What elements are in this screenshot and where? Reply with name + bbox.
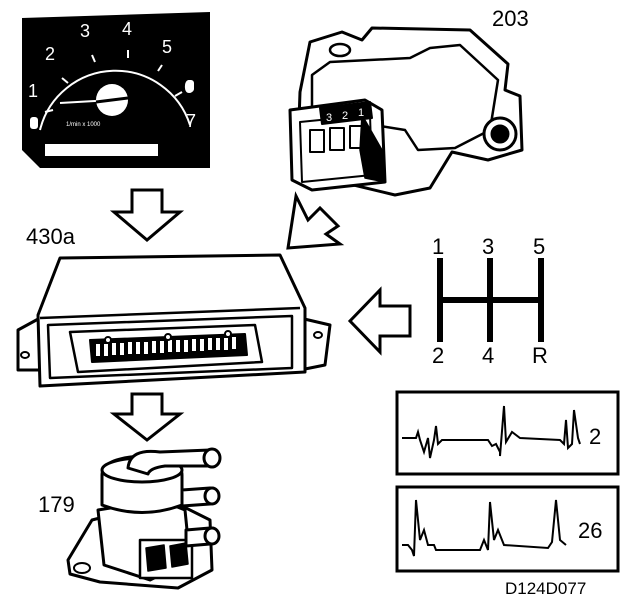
tacho-display-bar xyxy=(45,144,158,156)
gear-4: 4 xyxy=(482,343,495,368)
arrow-left-icon xyxy=(347,286,412,356)
flow-arrows xyxy=(109,188,412,442)
tachometer xyxy=(22,12,210,168)
trace-label-26: 26 xyxy=(578,518,603,543)
arrow-down-icon xyxy=(109,188,185,242)
arrow-down-icon xyxy=(109,392,185,442)
label-203: 203 xyxy=(492,6,529,31)
control-module xyxy=(16,253,332,388)
arrow-down-left-icon xyxy=(286,191,345,250)
signal-trace-top xyxy=(395,390,620,476)
warning-lamp-icon xyxy=(30,117,38,129)
tacho-scale-6: 6 xyxy=(184,77,195,97)
tacho-scale-1: 1 xyxy=(28,81,39,101)
gear-r: R xyxy=(532,343,548,368)
tacho-scale-3: 3 xyxy=(80,21,91,41)
gear-3: 3 xyxy=(482,234,495,259)
gear-5: 5 xyxy=(533,234,546,259)
tacho-scale-2: 2 xyxy=(45,44,56,64)
signal-trace-bottom xyxy=(395,485,620,573)
gear-selector xyxy=(437,258,544,342)
trace-label-2: 2 xyxy=(589,424,602,449)
sensor-pin-1: 1 xyxy=(358,107,365,119)
gear-1: 1 xyxy=(432,234,445,259)
tacho-scale-4: 4 xyxy=(122,19,133,39)
throttle-sensor xyxy=(288,26,524,197)
oil-lamp-icon xyxy=(186,80,194,92)
sensor-pin-2: 2 xyxy=(342,110,349,122)
label-179: 179 xyxy=(38,492,75,517)
gear-2: 2 xyxy=(432,343,445,368)
tacho-scale-5: 5 xyxy=(162,37,173,57)
sensor-pin-3: 3 xyxy=(326,112,333,124)
tacho-scale-7: 7 xyxy=(186,111,197,131)
figure-code: D124D077 xyxy=(505,579,587,598)
tacho-unit-text: 1/min x 1000 xyxy=(66,122,101,128)
valve xyxy=(66,447,222,590)
label-430a: 430a xyxy=(26,224,75,249)
